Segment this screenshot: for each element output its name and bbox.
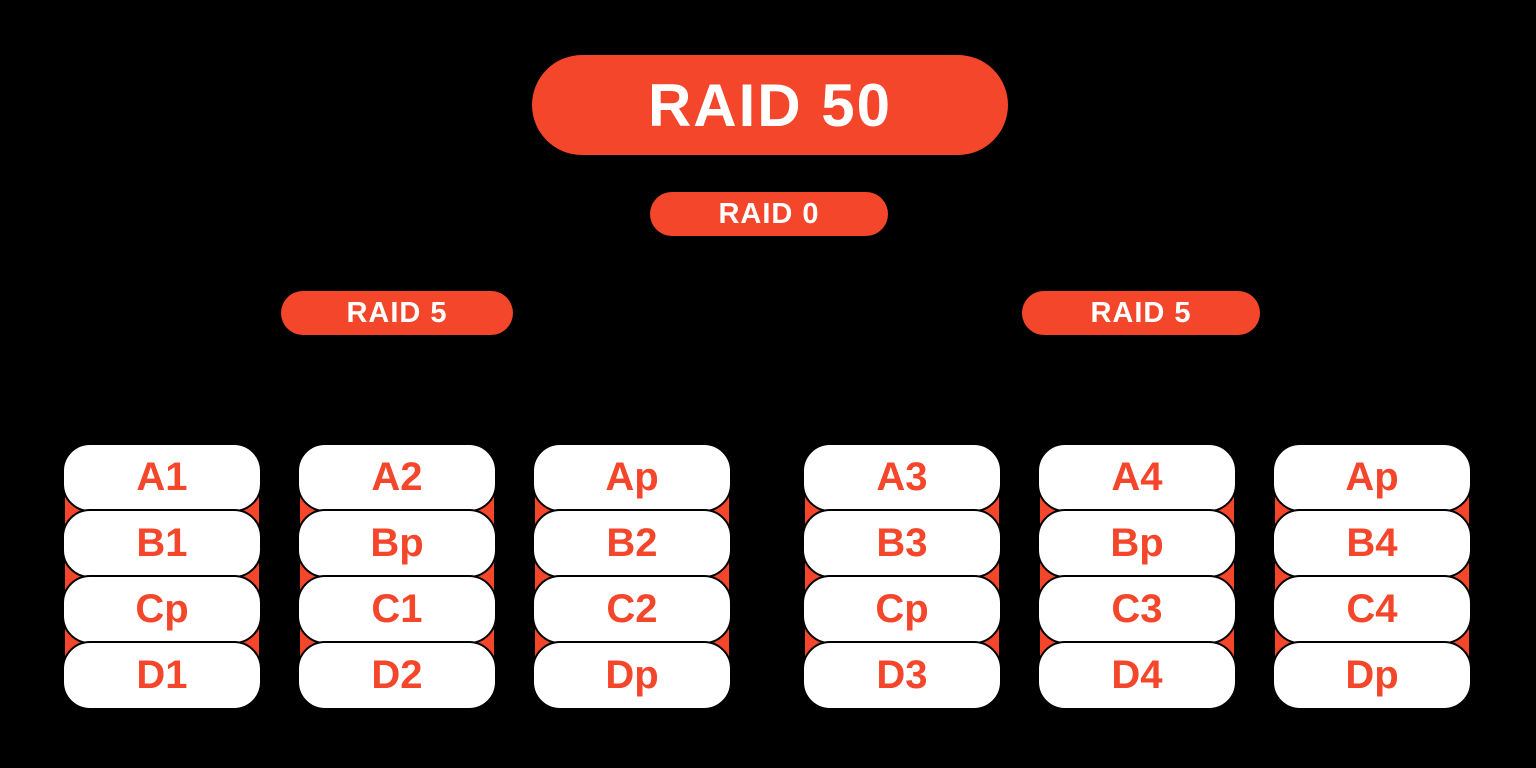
disk-block: D3 bbox=[802, 641, 1002, 710]
disk-label: D3 bbox=[876, 653, 928, 697]
raid5-right-label: RAID 5 bbox=[1090, 296, 1192, 329]
disk-block: Bp bbox=[297, 509, 497, 578]
disk-block: B2 bbox=[532, 509, 732, 578]
disk-label: D2 bbox=[371, 653, 423, 697]
disk-block: A1 bbox=[62, 443, 262, 512]
disk-label: C3 bbox=[1111, 587, 1163, 631]
raid5-right-pill: RAID 5 bbox=[1022, 291, 1260, 335]
disk-column-5: A4 Bp C3 D4 bbox=[1037, 443, 1237, 710]
disk-block: Ap bbox=[532, 443, 732, 512]
disk-label: A1 bbox=[136, 455, 188, 499]
disk-label: Dp bbox=[1345, 653, 1399, 697]
disk-label: B2 bbox=[606, 521, 658, 565]
disk-block: Cp bbox=[62, 575, 262, 644]
disk-label: A2 bbox=[371, 455, 423, 499]
disk-label: Ap bbox=[605, 455, 659, 499]
disk-block: A4 bbox=[1037, 443, 1237, 512]
disk-block: C3 bbox=[1037, 575, 1237, 644]
disk-label: C1 bbox=[371, 587, 423, 631]
disk-block: Dp bbox=[532, 641, 732, 710]
disk-block: A2 bbox=[297, 443, 497, 512]
disk-label: Dp bbox=[605, 653, 659, 697]
disk-label: B3 bbox=[876, 521, 928, 565]
raid0-label: RAID 0 bbox=[718, 197, 820, 230]
disk-label: Bp bbox=[370, 521, 424, 565]
disk-label: D1 bbox=[136, 653, 188, 697]
disk-column-4: A3 B3 Cp D3 bbox=[802, 443, 1002, 710]
disk-column-2: A2 Bp C1 D2 bbox=[297, 443, 497, 710]
raid50-title-pill: RAID 50 bbox=[532, 55, 1008, 155]
disk-block: C1 bbox=[297, 575, 497, 644]
disk-label: C4 bbox=[1346, 587, 1398, 631]
disk-block: Cp bbox=[802, 575, 1002, 644]
raid50-title-label: RAID 50 bbox=[647, 71, 893, 139]
raid5-left-pill: RAID 5 bbox=[281, 291, 513, 335]
disk-block: Bp bbox=[1037, 509, 1237, 578]
disk-column-1: A1 B1 Cp D1 bbox=[62, 443, 262, 710]
disk-label: C2 bbox=[606, 587, 658, 631]
disk-block: Dp bbox=[1272, 641, 1472, 710]
raid0-pill: RAID 0 bbox=[650, 192, 888, 236]
disk-column-3: Ap B2 C2 Dp bbox=[532, 443, 732, 710]
disk-block: B4 bbox=[1272, 509, 1472, 578]
disk-block: B1 bbox=[62, 509, 262, 578]
disk-label: B4 bbox=[1346, 521, 1398, 565]
disk-block: D1 bbox=[62, 641, 262, 710]
disk-block: C2 bbox=[532, 575, 732, 644]
disk-label: Bp bbox=[1110, 521, 1164, 565]
disk-block: Ap bbox=[1272, 443, 1472, 512]
disk-label: Cp bbox=[875, 587, 929, 631]
disk-block: C4 bbox=[1272, 575, 1472, 644]
raid5-left-label: RAID 5 bbox=[346, 296, 448, 329]
disk-label: B1 bbox=[136, 521, 188, 565]
disk-block: D2 bbox=[297, 641, 497, 710]
disk-label: Ap bbox=[1345, 455, 1399, 499]
disk-block: A3 bbox=[802, 443, 1002, 512]
disk-block: B3 bbox=[802, 509, 1002, 578]
disk-label: A4 bbox=[1111, 455, 1163, 499]
disk-label: A3 bbox=[876, 455, 928, 499]
disk-label: Cp bbox=[135, 587, 189, 631]
disk-label: D4 bbox=[1111, 653, 1163, 697]
disk-column-6: Ap B4 C4 Dp bbox=[1272, 443, 1472, 710]
disk-block: D4 bbox=[1037, 641, 1237, 710]
